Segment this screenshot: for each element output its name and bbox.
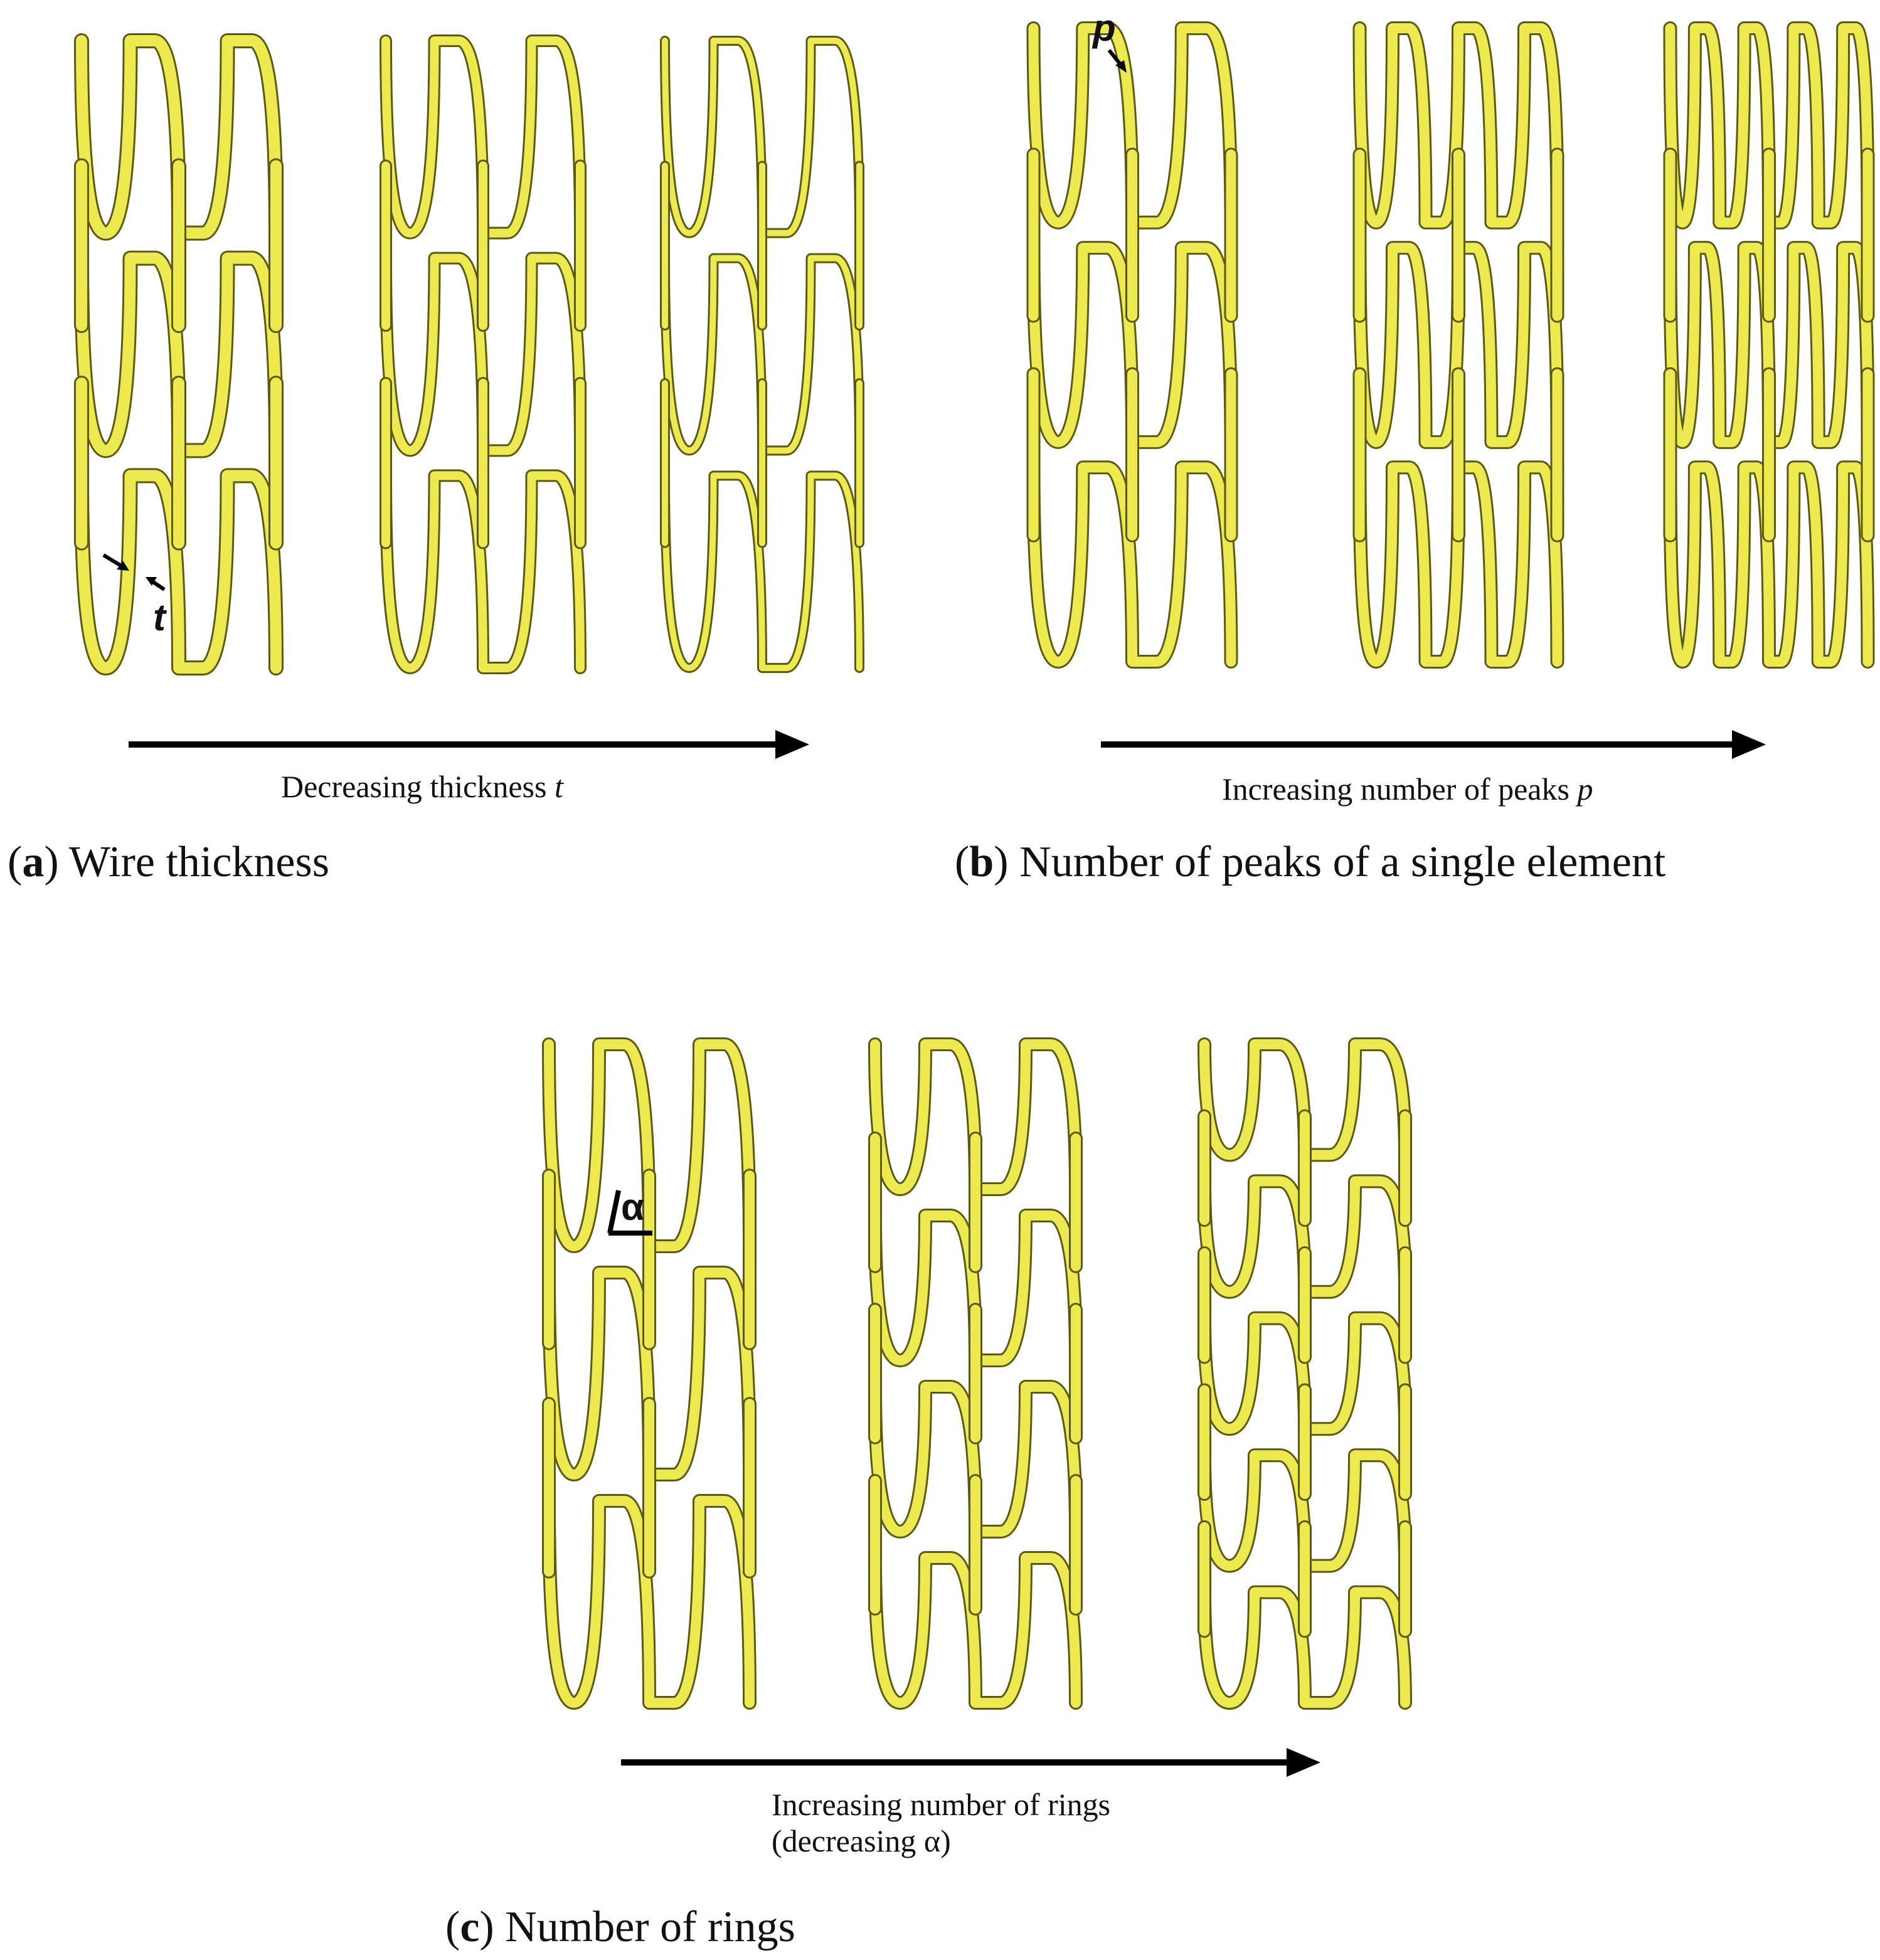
stent-ring (544, 1496, 755, 1708)
angle-marker (607, 1190, 652, 1236)
stent-ring (76, 252, 282, 457)
panel-b-stent-2 (1352, 21, 1564, 669)
panel-c-stents (542, 1037, 1412, 1710)
arrow-b (1101, 730, 1766, 759)
stent-ring (76, 470, 282, 674)
panel-b-stents (1026, 21, 1875, 669)
stent-ring (1199, 1587, 1410, 1708)
stent-ring (381, 471, 585, 672)
stent-ring (1354, 243, 1563, 447)
stent-ring (544, 1268, 755, 1480)
peak-marker-label: p (1093, 7, 1116, 49)
stent-ring (1665, 462, 1873, 667)
stent-ring (662, 255, 863, 454)
stent-ring (381, 36, 585, 238)
arrow-c-label: Increasing number of rings (decreasing α… (772, 1786, 1110, 1859)
stent-ring (544, 1039, 755, 1251)
panel-c-stent-3 (1198, 1037, 1412, 1710)
caption-c: (c) Number of rings (445, 1903, 795, 1951)
arrow-b-label: Increasing number of peaks p (1222, 771, 1593, 807)
stent-ring (381, 253, 585, 455)
thickness-marker-label: t (153, 596, 166, 638)
caption-b: (b) Number of peaks of a single element (955, 838, 1666, 886)
arrow-c-label-line1: Increasing number of rings (772, 1787, 1111, 1822)
stent-ring (870, 1553, 1081, 1708)
stent-ring (1354, 23, 1563, 228)
arrow-c-label-line2: (decreasing α) (772, 1823, 951, 1858)
caption-a: (a) Wire thickness (8, 838, 329, 886)
panel-a-stents (74, 33, 864, 675)
panel-a-stent-2 (380, 34, 587, 674)
panel-b-stent-3 (1663, 21, 1875, 669)
arrow-a-label: Decreasing thickness t (281, 769, 563, 804)
peak-marker-arrow (1107, 49, 1127, 73)
stent-ring (76, 35, 282, 239)
stent-ring (1354, 462, 1563, 667)
angle-marker-label: α (621, 1186, 644, 1228)
thickness-marker-arrows (102, 553, 166, 591)
panel-c-stent-1 (542, 1037, 757, 1710)
stent-ring (662, 472, 863, 671)
stent-ring (1665, 23, 1873, 228)
stent-ring (1028, 462, 1236, 667)
panel-a-stent-1 (74, 33, 284, 675)
panel-a-stent-3 (660, 36, 864, 673)
stent-ring (1665, 243, 1873, 447)
stent-ring (662, 38, 863, 236)
arrow-c (621, 1748, 1320, 1777)
panel-c-stent-2 (868, 1037, 1083, 1710)
stent-ring (1028, 243, 1236, 447)
panel-b-stent-1 (1026, 21, 1238, 669)
stent-ring (1028, 23, 1236, 228)
arrow-a (129, 730, 809, 759)
